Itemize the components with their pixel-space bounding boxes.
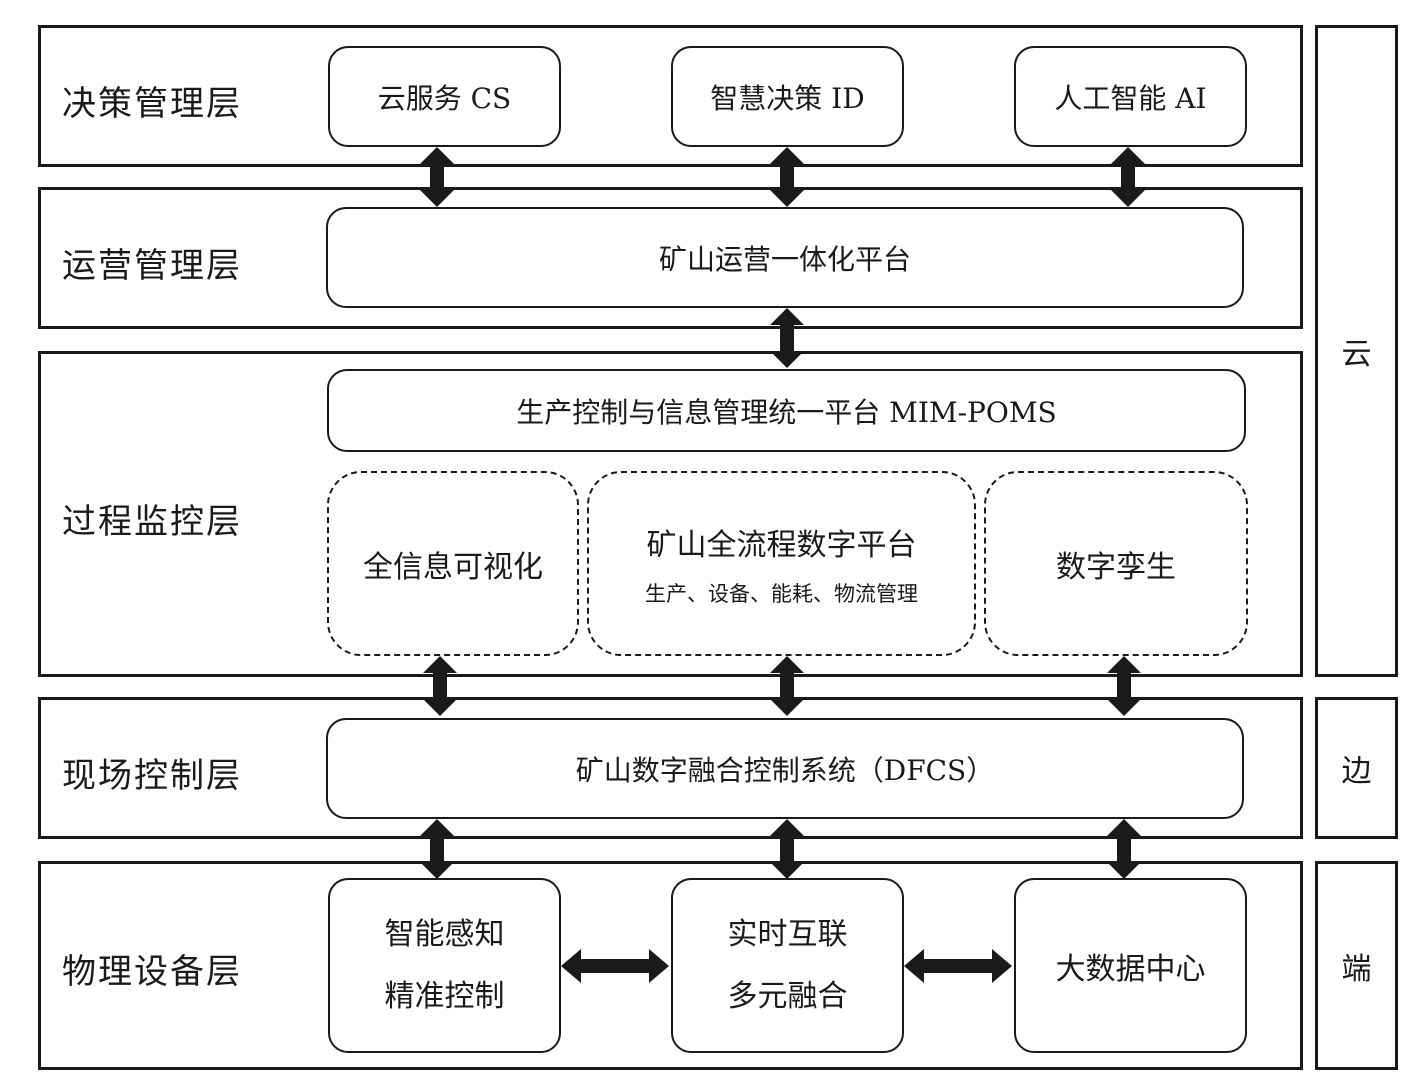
side-edge: 边 [1315, 697, 1398, 839]
sensing-line-2: 精准控制 [384, 978, 505, 1014]
process-layer-label: 过程监控层 [62, 502, 242, 542]
big-data-center-box: 大数据中心 [1014, 878, 1247, 1053]
arrow-platform-dfcs [770, 656, 804, 716]
side-cloud: 云 [1315, 25, 1398, 677]
smart-decision-box: 智慧决策 ID [671, 46, 904, 147]
decision-layer-label: 决策管理层 [62, 84, 242, 124]
full-process-platform-title: 矿山全流程数字平台 [646, 527, 917, 563]
dfcs-box: 矿山数字融合控制系统（DFCS） [326, 718, 1244, 819]
arrow-cs-ops [420, 147, 454, 207]
arrow-realtime-bigdata [904, 949, 1012, 983]
sensing-line-1: 智能感知 [384, 916, 505, 952]
arrow-dfcs-realtime [770, 819, 804, 879]
arrow-dfcs-bigdata [1107, 819, 1141, 879]
realtime-fusion-box: 实时互联 多元融合 [671, 878, 904, 1053]
realtime-line-2: 多元融合 [727, 978, 848, 1014]
realtime-line-1: 实时互联 [727, 916, 848, 952]
full-process-platform-subtitle: 生产、设备、能耗、物流管理 [645, 581, 918, 606]
cloud-service-box: 云服务 CS [328, 46, 561, 147]
arrow-vis-dfcs [423, 656, 457, 716]
ai-box: 人工智能 AI [1014, 46, 1247, 147]
mim-poms-box: 生产控制与信息管理统一平台 MIM-POMS [327, 369, 1246, 452]
arrow-dfcs-sense [420, 819, 454, 879]
full-info-visualization-box: 全信息可视化 [327, 471, 579, 656]
arrow-twin-dfcs [1107, 656, 1141, 716]
full-process-platform-box: 矿山全流程数字平台 生产、设备、能耗、物流管理 [587, 471, 976, 656]
digital-twin-box: 数字孪生 [984, 471, 1248, 656]
arrow-id-ops [770, 147, 804, 207]
operation-layer-label: 运营管理层 [62, 246, 242, 286]
arrow-ai-ops [1111, 147, 1145, 207]
side-end: 端 [1315, 861, 1398, 1070]
field-layer-label: 现场控制层 [62, 756, 242, 796]
arrow-sense-realtime [561, 949, 669, 983]
physical-layer-label: 物理设备层 [62, 952, 242, 992]
sensing-control-box: 智能感知 精准控制 [328, 878, 561, 1053]
arrow-ops-process [770, 308, 804, 368]
mine-ops-platform-box: 矿山运营一体化平台 [326, 207, 1244, 308]
